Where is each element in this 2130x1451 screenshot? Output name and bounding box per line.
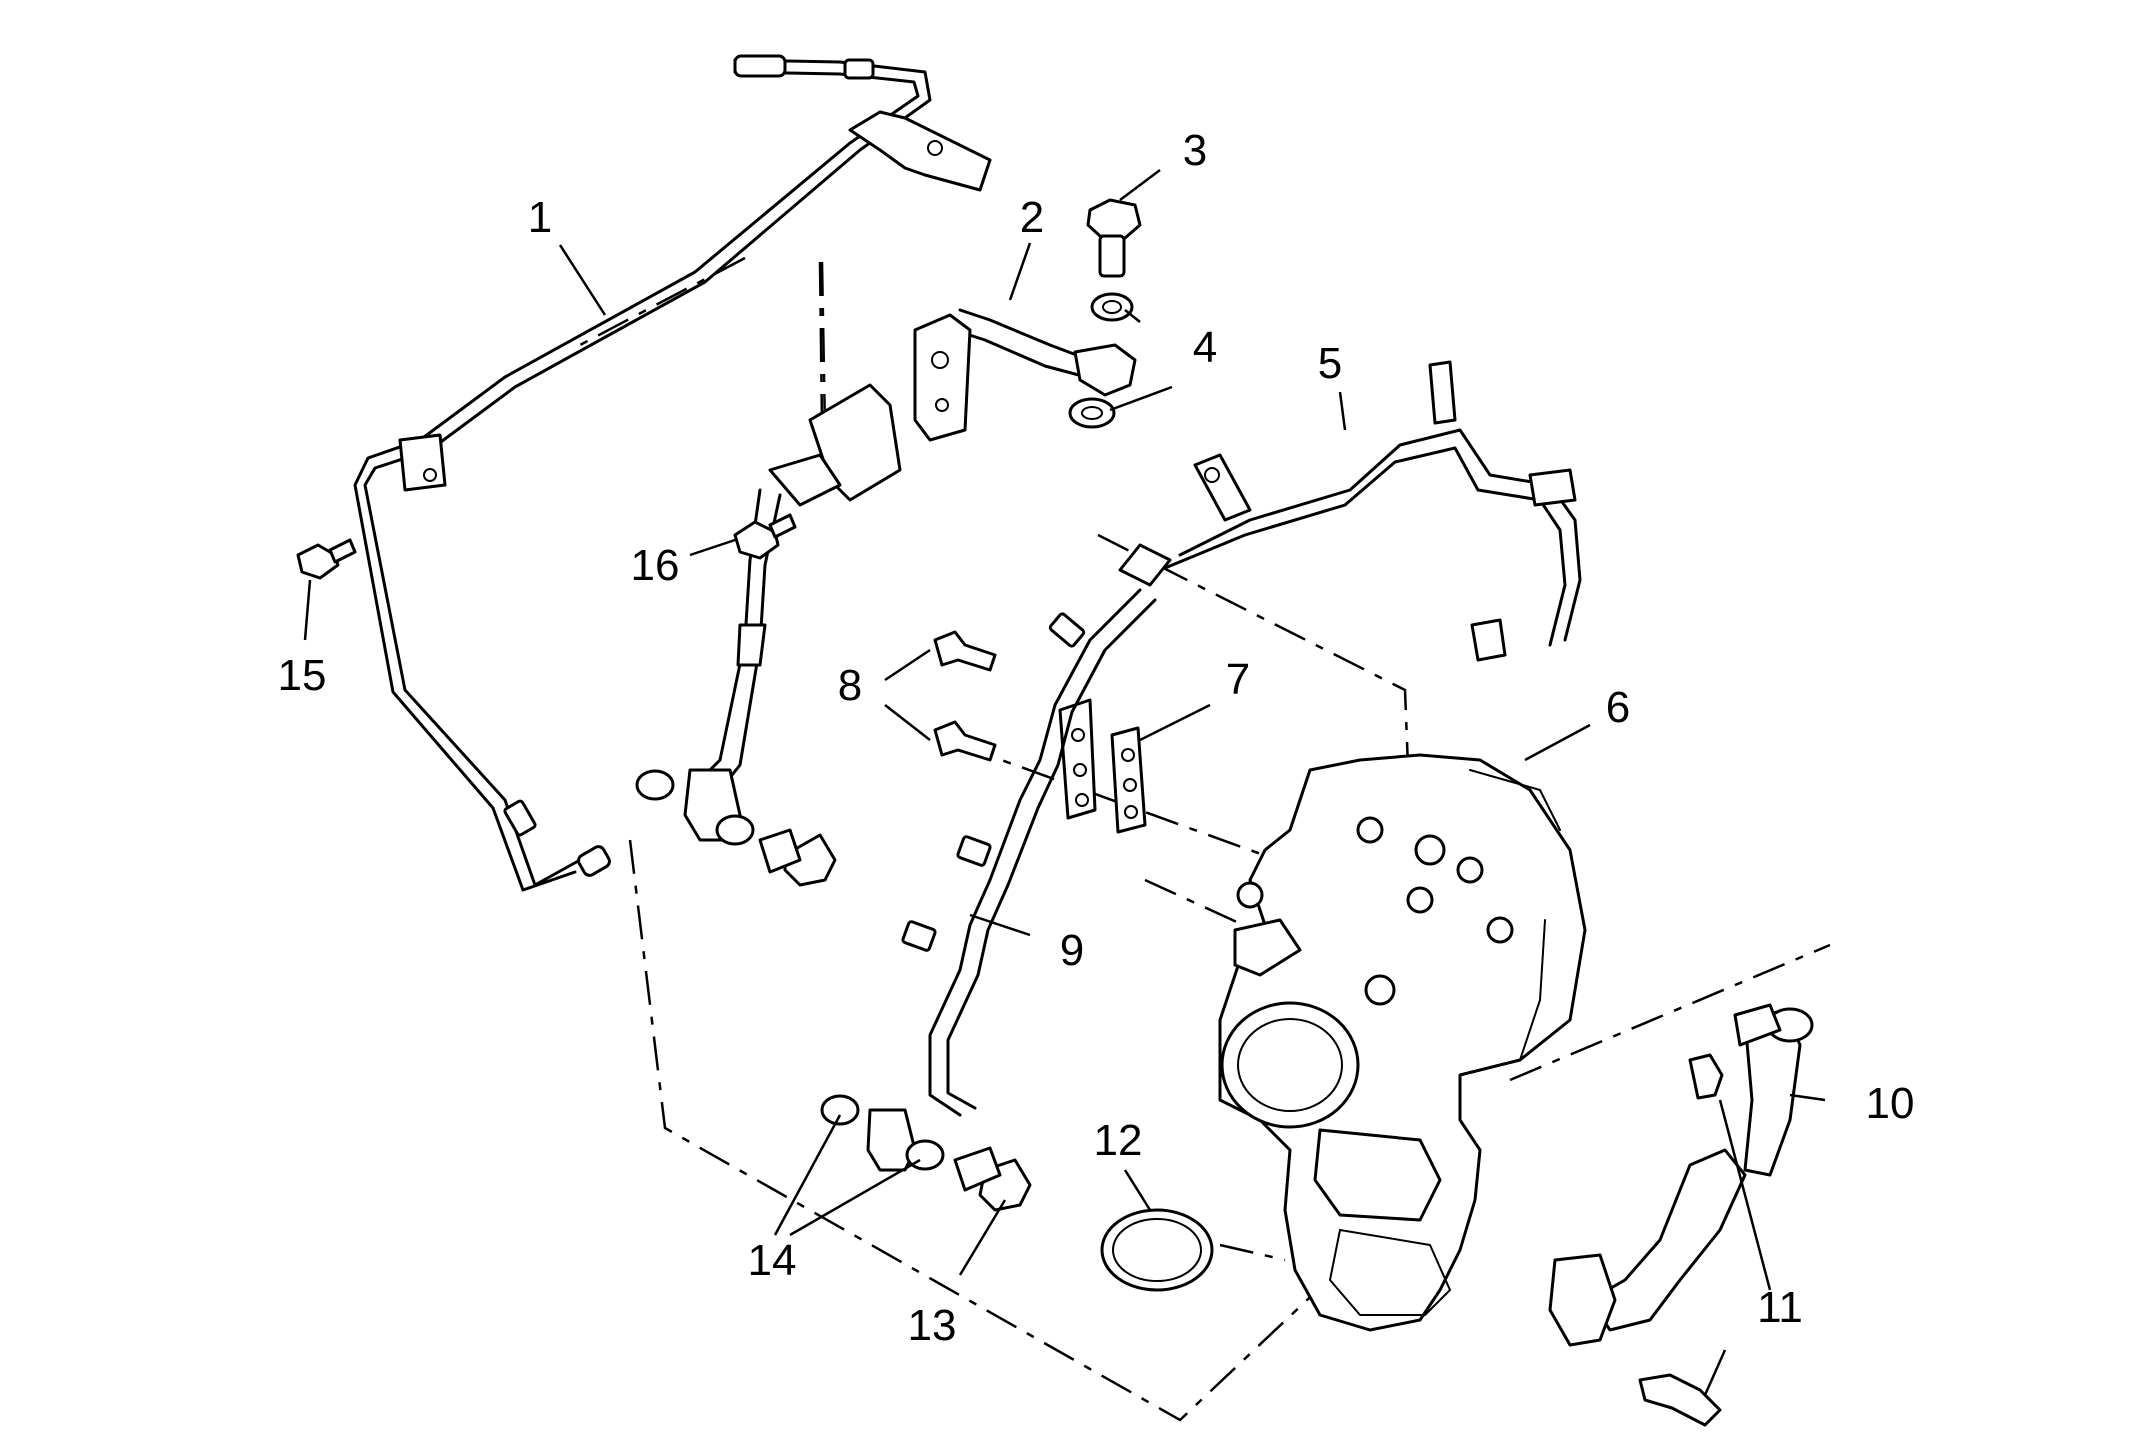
callout-12: 12	[1094, 1116, 1143, 1165]
part-11-coolant-hose-and-bolts	[1548, 1053, 1747, 1427]
part-14-sealing-washers	[635, 769, 945, 1171]
callout-11: 11	[1757, 1283, 1803, 1332]
callout-2: 2	[1020, 193, 1044, 242]
callout-14: 14	[748, 1236, 797, 1285]
callout-16: 16	[631, 541, 680, 590]
callout-10: 10	[1866, 1079, 1915, 1128]
part-12-sealing-ring	[1100, 1208, 1214, 1292]
callout-13: 13	[908, 1301, 957, 1350]
callout-9: 9	[1060, 926, 1084, 975]
part-13-banjo-bolts	[758, 828, 1032, 1212]
part-8-flange-bolts	[933, 630, 997, 762]
callout-1: 1	[528, 193, 552, 242]
callout-8: 8	[838, 661, 862, 710]
callout-4: 4	[1193, 323, 1217, 372]
part-9-oil-drain-pipe	[866, 543, 1172, 1172]
callout-labels: 1 2 3 4 5 6 7 8 9 10 11 12 13 14 15 16	[278, 126, 1915, 1350]
part-10-coolant-return-pipe	[1733, 1003, 1814, 1177]
callout-3: 3	[1183, 126, 1207, 175]
callout-6: 6	[1606, 683, 1630, 732]
part-7-flange-gasket	[1058, 698, 1147, 834]
part-15-bolt	[296, 538, 357, 580]
part-16-bolt	[733, 513, 797, 560]
part-1-oil-feed-pipe	[353, 54, 992, 892]
part-4-sealing-washers	[1068, 292, 1134, 429]
callout-5: 5	[1318, 339, 1342, 388]
part-6-turbocharger	[1218, 753, 1587, 1332]
part-3-banjo-bolt	[1086, 198, 1142, 278]
callout-7: 7	[1226, 655, 1250, 704]
callout-15: 15	[278, 651, 327, 700]
part-5-coolant-pipe	[1163, 360, 1582, 662]
leader-lines	[303, 169, 1826, 1396]
